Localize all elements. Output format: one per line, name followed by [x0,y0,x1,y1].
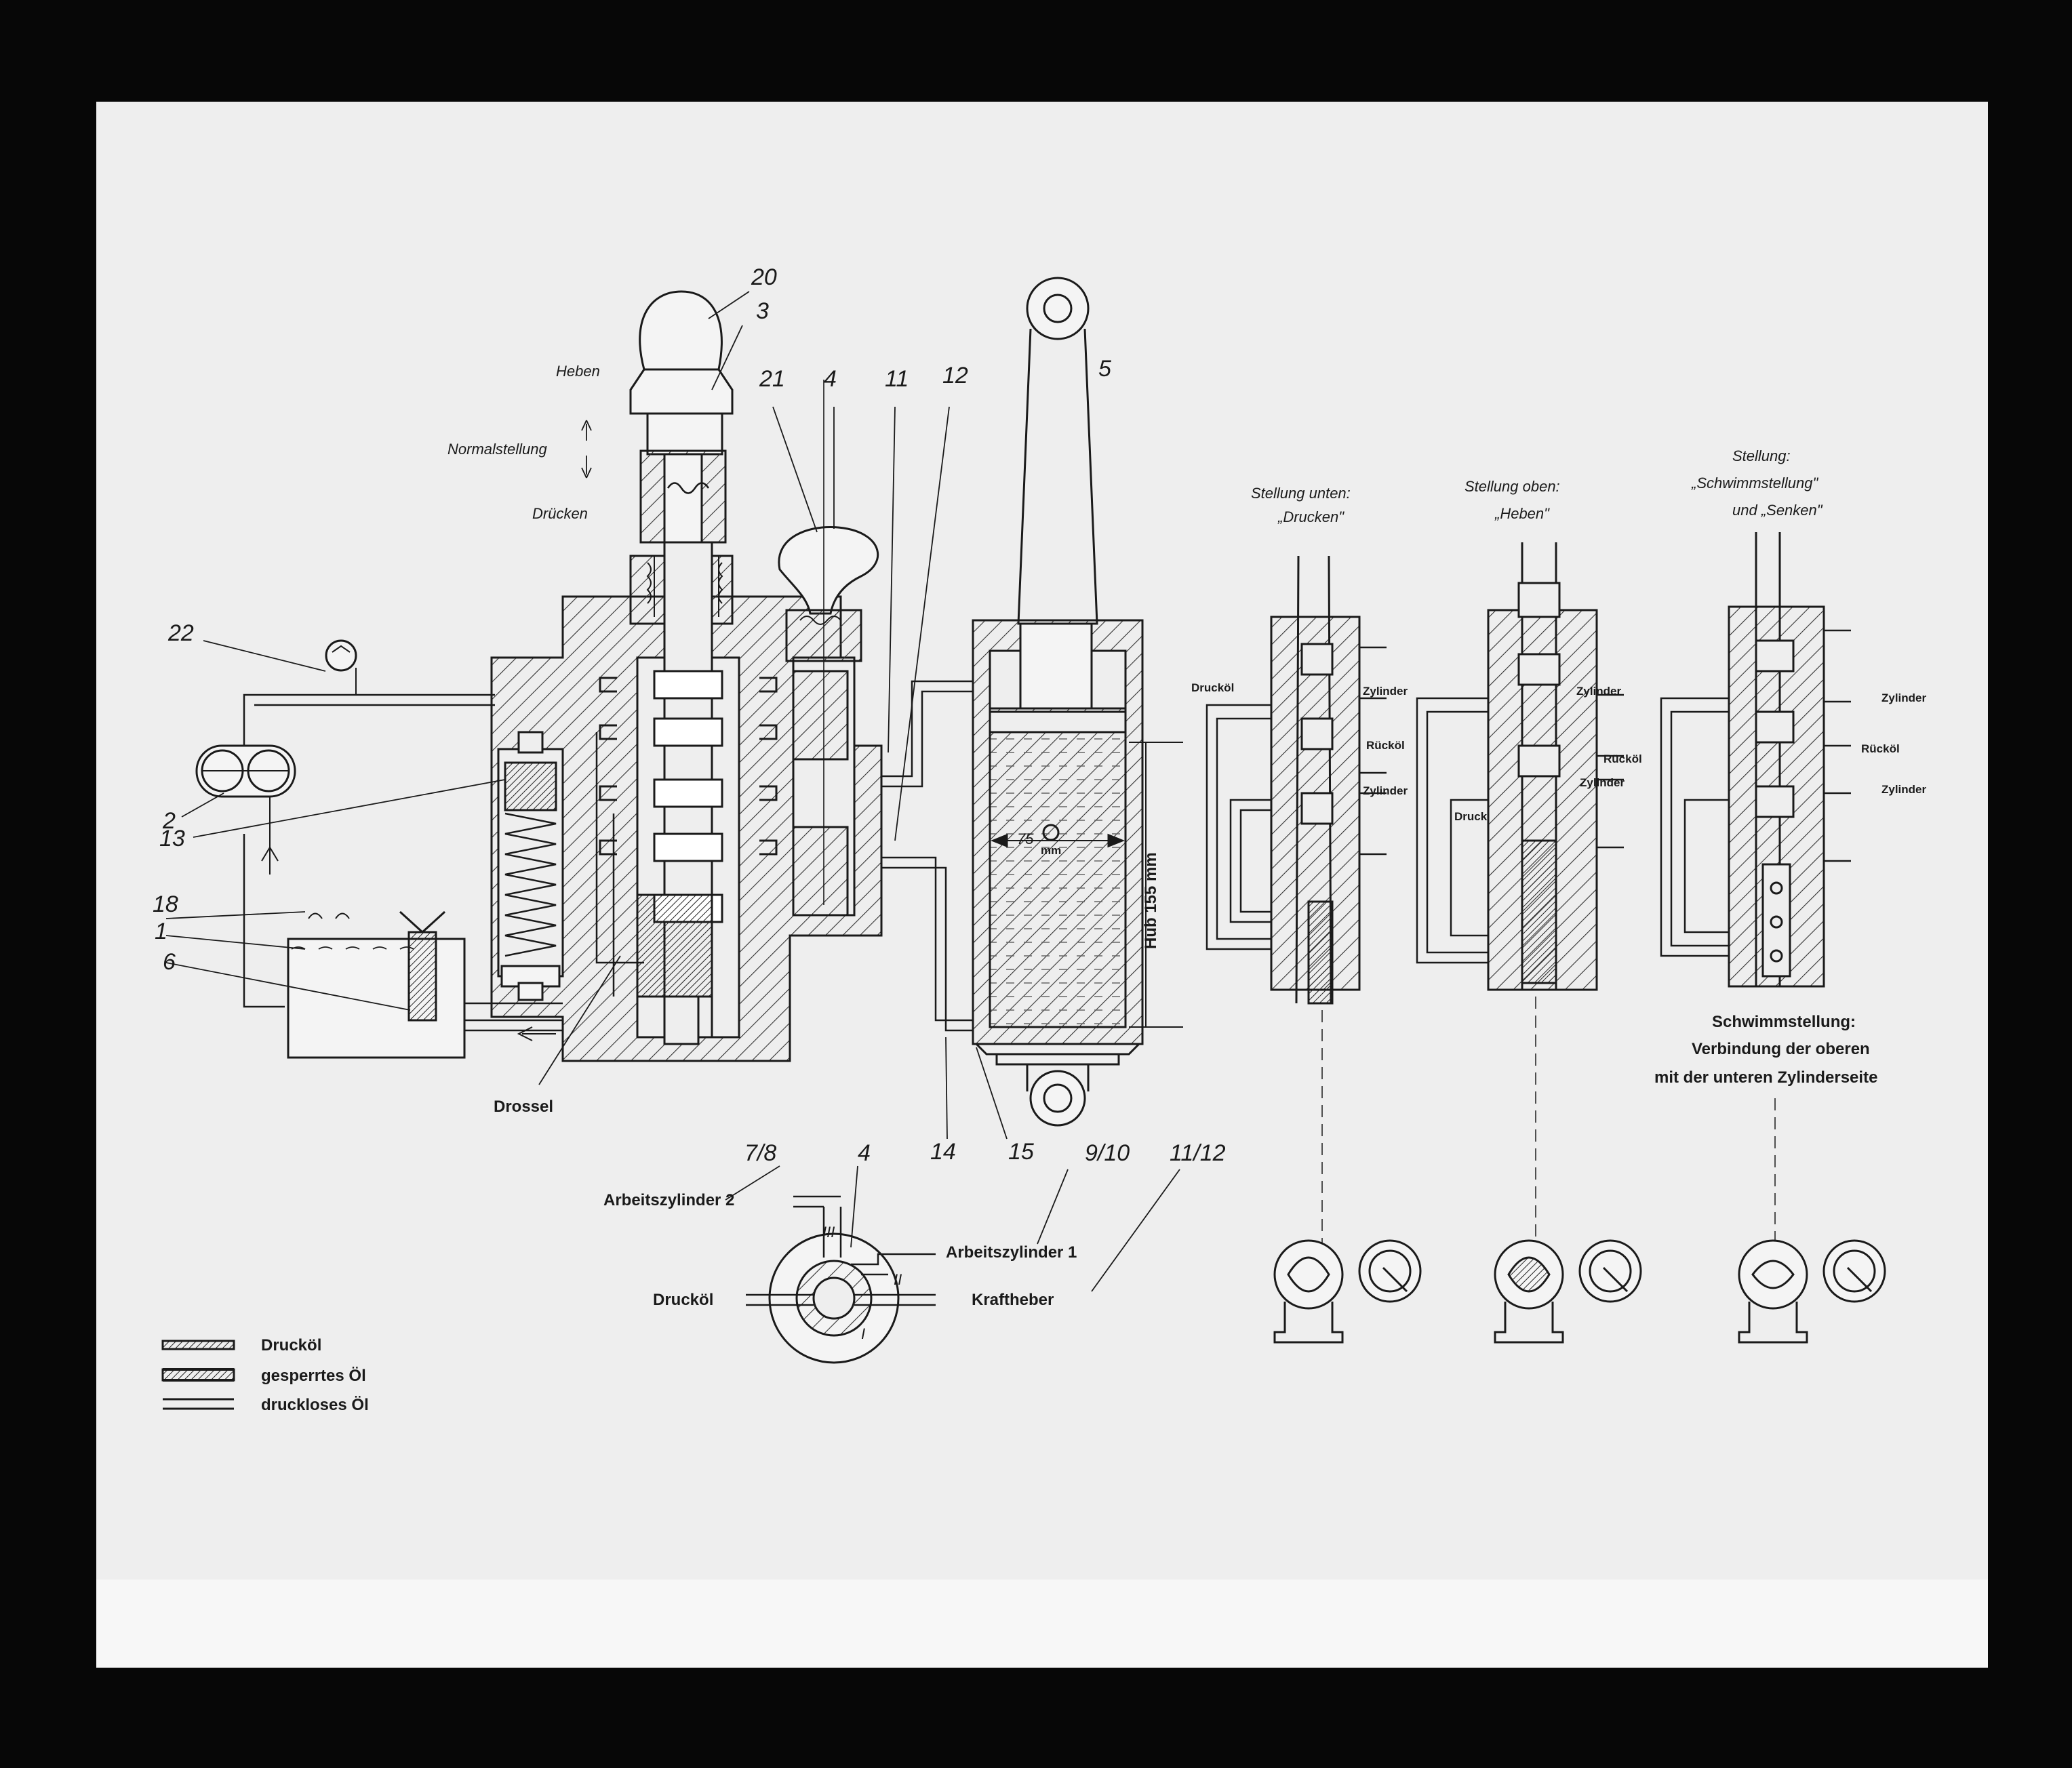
port-i: I [861,1325,865,1342]
label-drossel: Drossel [494,1098,553,1116]
relief-valve-13 [497,731,564,1001]
position-2-title-line1: Stellung oben: [1465,478,1560,495]
control-handle [629,290,734,617]
label-normalstellung: Normalstellung [447,441,547,458]
position-3-valve [1660,532,1851,1258]
label-arbeitszylinder-1: Arbeitszylinder 1 [946,1243,1077,1262]
p1-rueckoel: Rücköl [1366,739,1405,752]
leader-lines [165,291,1008,1140]
label-12: 12 [942,363,968,388]
label-rotary-druckoel: Drucköl [653,1291,713,1309]
label-kraftheber: Kraftheber [972,1291,1054,1309]
port-ii: II [894,1271,902,1288]
label-rotary-4: 4 [858,1140,871,1166]
mode-labels: Heben Normalstellung Drücken Drossel Hub… [447,363,1160,1116]
label-heben: Heben [556,363,600,380]
position-3-title-line1: Stellung: [1732,447,1791,464]
p1-zylinder-bottom: Zylinder [1363,784,1408,797]
schwimmstellung-note: Schwimmstellung: Verbindung der oberen m… [1654,1013,1877,1087]
label-14: 14 [930,1139,956,1165]
label-11: 11 [885,366,909,392]
oil-tank-1 [287,910,563,1059]
label-21: 21 [759,366,785,392]
port-iii: III [822,1224,835,1241]
label-11-12: 11/12 [1170,1140,1226,1166]
label-1: 1 [155,919,167,944]
working-cylinder [972,277,1183,1127]
p2-druck: Druck [1454,810,1488,823]
part-numbers: 20 3 21 4 11 12 5 22 2 13 18 1 6 14 15 [153,264,1111,1165]
label-bore-unit: mm [1041,844,1061,857]
p2-zylinder-top: Zylinder [1576,685,1622,698]
position-1-title-line1: Stellung unten: [1251,485,1351,502]
label-arbeitszylinder-2: Arbeitszylinder 2 [603,1191,734,1209]
p3-zylinder-bottom: Zylinder [1881,783,1927,796]
control-valve-body [490,541,883,1062]
label-15: 15 [1008,1139,1034,1165]
pressure-gauge-22 [325,639,357,672]
label-2: 2 [162,808,176,834]
position-1-title-line2: „Drucken" [1277,508,1344,525]
note-line1: Schwimmstellung: [1712,1013,1856,1031]
label-13: 13 [159,826,185,851]
legend-druckloses: druckloses Öl [261,1396,369,1414]
position-3-title-line2: „Schwimmstellung" [1691,475,1818,491]
p2-zylinder-bottom: Zylinder [1580,776,1625,789]
label-20: 20 [751,264,777,290]
rotary-section-4 [725,1165,1180,1364]
label-bore: 75 [1017,830,1034,847]
p1-druckoel-label: Drucköl [1191,681,1234,694]
gear-pump-2 [195,744,296,875]
rotary-view-2 [1494,1239,1642,1344]
position-3-title-line3: und „Senken" [1732,502,1823,519]
p3-rueckoel: Rücköl [1861,742,1900,755]
label-7-8: 7/8 [744,1140,776,1166]
p3-zylinder-top: Zylinder [1881,691,1927,704]
label-6: 6 [163,949,176,975]
label-22: 22 [167,620,194,646]
rotary-view-3 [1738,1239,1886,1344]
valve-21-knob [778,380,879,905]
legend: Drucköl gesperrtes Öl druckloses Öl [261,1336,369,1414]
position-2-title-line2: „Heben" [1494,505,1550,522]
label-druecken: Drücken [532,505,588,522]
p1-zylinder-top: Zylinder [1363,685,1408,698]
paper-bottom-fade [96,1580,1988,1668]
position-labels: Stellung unten: „Drucken" Stellung oben:… [1191,447,1927,823]
p2-rueckoel: Rücköl [1603,752,1642,765]
label-9-10: 9/10 [1085,1140,1130,1166]
note-line3: mit der unteren Zylinderseite [1654,1068,1877,1087]
rotary-labels: 7/8 4 9/10 11/12 Arbeitszylinder 2 Arbei… [603,1140,1226,1342]
label-4: 4 [824,366,837,392]
label-18: 18 [153,891,178,917]
label-5: 5 [1098,356,1111,382]
legend-swatches [161,1340,235,1410]
note-line2: Verbindung der oberen [1692,1040,1870,1058]
rotary-view-1 [1273,1239,1422,1344]
label-hub: Hub 155 mm [1142,852,1160,949]
position-1-valve [1206,555,1387,1258]
position-2-valve [1416,542,1624,1258]
legend-gesperrtes: gesperrtes Öl [261,1367,366,1385]
label-3: 3 [756,298,769,324]
legend-druckoel: Drucköl [261,1336,321,1354]
